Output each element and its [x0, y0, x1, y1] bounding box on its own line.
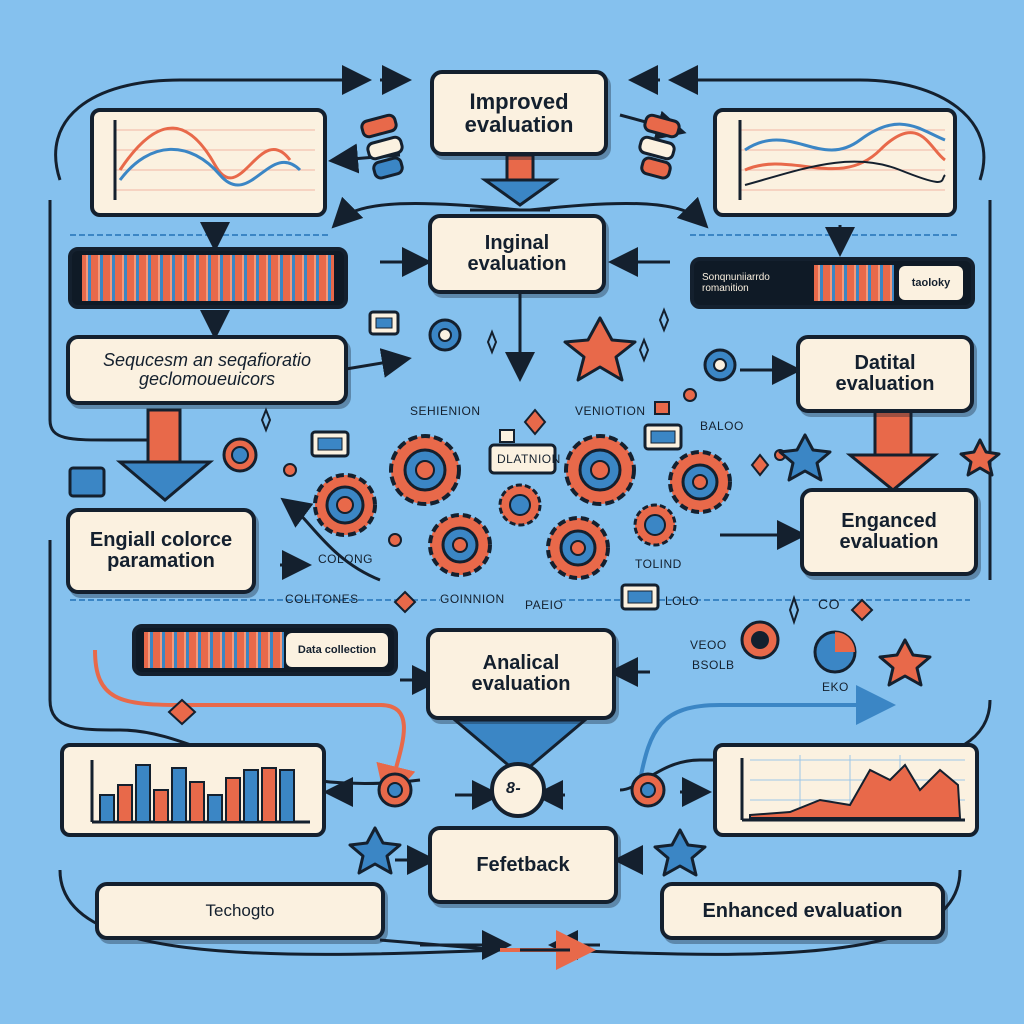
enhanced-evaluation-box[interactable]: Enhanced evaluation: [660, 882, 945, 940]
bar-stripes: [814, 265, 894, 301]
box-line: evaluation: [471, 673, 571, 695]
data-collection-bar: Data collection: [132, 624, 398, 676]
label-lolo: LOLO: [665, 594, 700, 608]
box-line: Engiall colorce: [89, 529, 233, 551]
gear-icon: [668, 450, 732, 514]
data-collection-label: Data collection: [286, 633, 388, 667]
box-line: Improved: [469, 88, 569, 114]
bar-pill: taoloky: [899, 266, 963, 300]
label-colong: COLONG: [318, 552, 374, 566]
initial-evaluation-box[interactable]: Inginal evaluation: [428, 214, 606, 294]
gear-icon: [633, 503, 677, 547]
improved-evaluation-box[interactable]: Improved evaluation: [430, 70, 608, 156]
box-line: evaluation: [839, 531, 939, 553]
star-icon: [348, 316, 1001, 877]
box-line: evaluation: [467, 253, 567, 275]
screen-widget: [68, 310, 683, 611]
box-line: Datital: [854, 352, 916, 374]
digital-evaluation-box[interactable]: Datital evaluation: [796, 335, 974, 413]
analical-evaluation-box[interactable]: Analical evaluation: [426, 628, 616, 720]
box-line: Fefetback: [476, 853, 570, 876]
center-badge-label: 8-: [506, 780, 522, 797]
bar-text-line: Sonqnuniiarrdo: [702, 272, 770, 283]
label-sehienion: SEHIENION: [410, 404, 481, 418]
gear-icon: [313, 473, 377, 537]
big-arrow-digital: [845, 408, 940, 492]
sequence-box[interactable]: Sequcesm an seqafioratio geclomoueuicors: [66, 335, 348, 405]
box-line: Inginal: [484, 232, 550, 254]
box-line: paramation: [107, 550, 215, 572]
center-badge: [490, 762, 546, 818]
gear-icon: [498, 483, 542, 527]
techogto-box[interactable]: Techogto: [95, 882, 385, 940]
label-bsolb: BSOLB: [692, 658, 735, 672]
label-goinnion: GOINNION: [440, 592, 505, 606]
box-line: Techogto: [205, 901, 275, 921]
chart-icon: [60, 743, 326, 837]
sparkle-icon: [260, 307, 800, 626]
box-line: Sequcesm an seqafioratio: [102, 350, 312, 371]
engiall-box[interactable]: Engiall colorce paramation: [66, 508, 256, 594]
gear-icon: [428, 513, 492, 577]
label-eko: EKO: [822, 680, 849, 694]
data-bar-top-left: [68, 247, 348, 309]
chart-icon: [90, 108, 327, 217]
label-paeio: PAEIO: [525, 598, 564, 612]
dial-icon: [222, 318, 857, 808]
diamond-icon: [167, 408, 874, 726]
gear-icon: [564, 434, 636, 506]
box-line: Enhanced evaluation: [702, 899, 903, 922]
label-colitones: COLITONES: [285, 592, 359, 606]
chart-icon: [713, 108, 957, 217]
bar-text: Sonqnuniiarrdo romanition: [702, 266, 810, 300]
funnel-arrow-analical: [450, 718, 590, 777]
big-arrow-sequence: [115, 408, 215, 502]
enganced-evaluation-box[interactable]: Enganced evaluation: [800, 488, 978, 576]
label-veoo: VEOO: [690, 638, 727, 652]
label-veniotion: VENIOTION: [575, 404, 646, 418]
data-bar-top-right: Sonqnuniiarrdo romanition taoloky: [690, 257, 975, 309]
feedback-box[interactable]: Fefetback: [428, 826, 618, 904]
label-tolind: TOLIND: [635, 557, 682, 571]
box-line: Analical: [482, 652, 560, 674]
box-line: Enganced: [841, 510, 937, 532]
gear-icon: [546, 516, 610, 580]
bar-stripes: [144, 632, 284, 668]
orange-loop-arrows: [93, 649, 896, 970]
label-dlatnion: DLATNION: [497, 452, 561, 466]
barrel-icon: [360, 113, 681, 180]
label-co: CO: [818, 596, 840, 612]
chart-icon: [713, 743, 979, 837]
box-line: geclomoueuicors: [138, 369, 276, 389]
gear-icon: [389, 434, 461, 506]
box-line: evaluation: [835, 373, 935, 395]
box-line: evaluation: [464, 112, 574, 137]
big-arrow-improved: [480, 153, 560, 207]
label-baloo: BALOO: [700, 419, 744, 433]
bar-text-line: romanition: [702, 283, 749, 294]
bar-stripes: [82, 255, 334, 301]
